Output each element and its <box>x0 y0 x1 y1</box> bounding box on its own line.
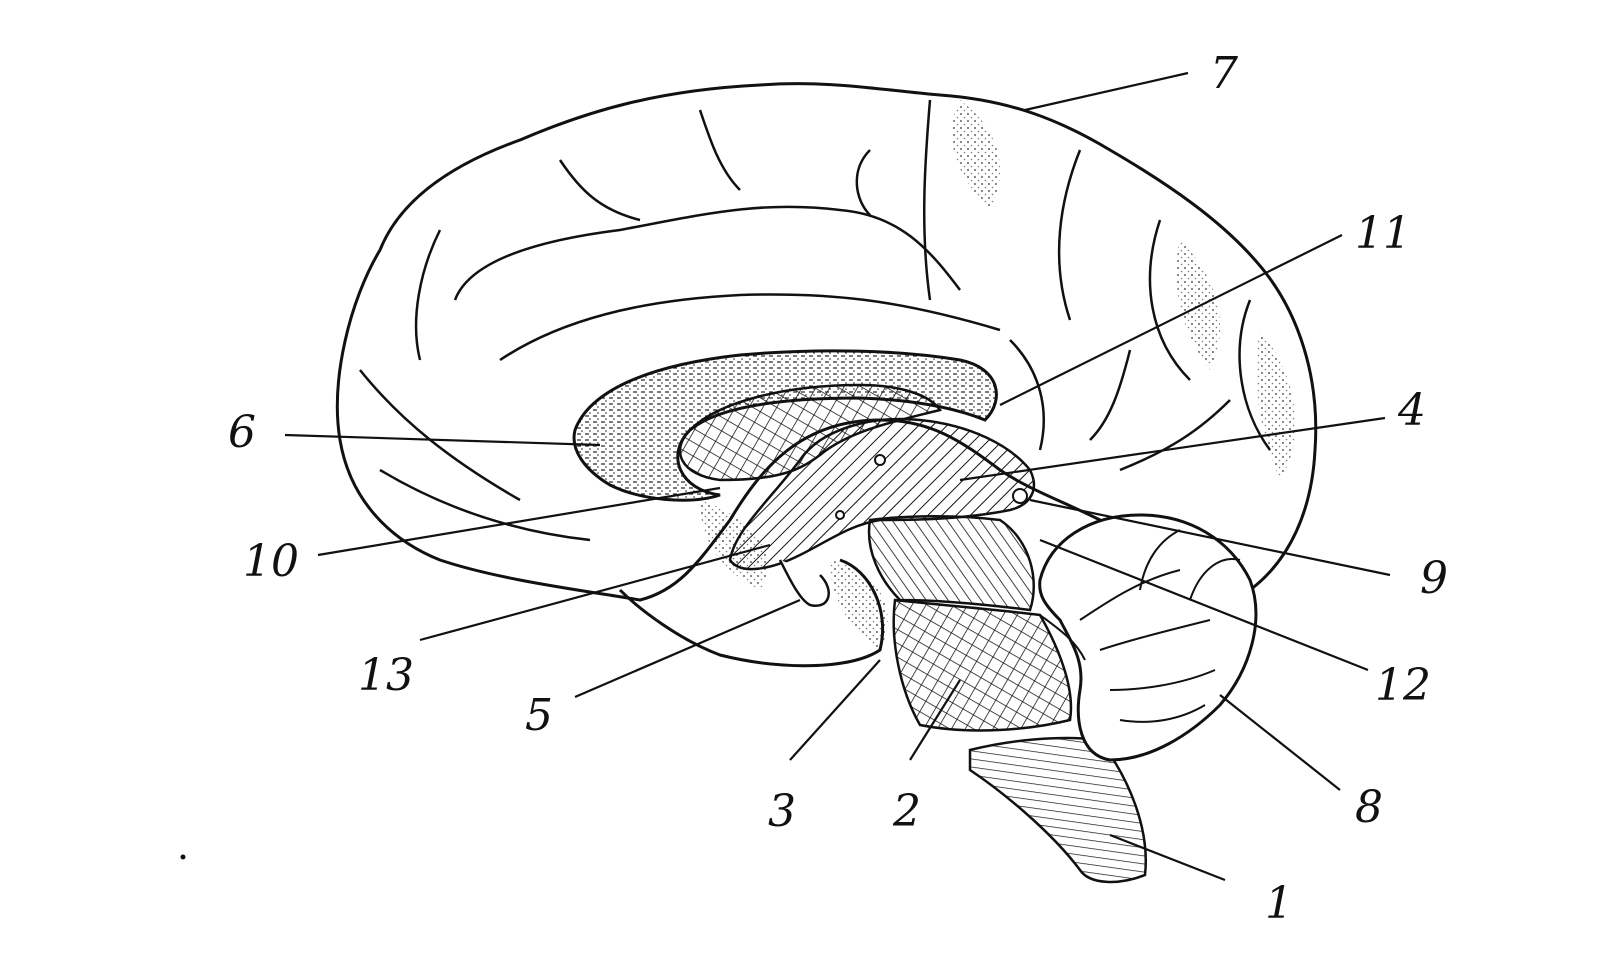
leader-4 <box>959 416 1386 482</box>
leader-5 <box>574 598 801 699</box>
leader-lines <box>284 71 1391 882</box>
leader-7 <box>1024 71 1189 112</box>
label-8: 8 <box>1355 782 1383 833</box>
label-3: 3 <box>768 786 796 837</box>
medulla-oblongata <box>968 736 1147 884</box>
leader-9 <box>1029 498 1391 577</box>
label-2: 2 <box>892 786 921 837</box>
stray-dot <box>180 854 186 860</box>
hypothalamus <box>778 559 830 608</box>
label-6: 6 <box>228 407 256 458</box>
leader-10 <box>317 486 721 557</box>
nucleus-dot-2 <box>835 510 845 520</box>
nucleus-dot-1 <box>874 454 886 466</box>
label-13: 13 <box>358 650 414 701</box>
label-10: 10 <box>243 536 299 587</box>
leader-1 <box>1109 833 1226 882</box>
leader-2 <box>909 679 961 761</box>
label-12: 12 <box>1375 660 1431 711</box>
midbrain <box>867 515 1035 612</box>
label-1: 1 <box>1265 878 1293 929</box>
arbor-vitae <box>1079 529 1241 723</box>
leader-3 <box>789 659 881 761</box>
label-7: 7 <box>1210 48 1238 99</box>
leader-12 <box>1039 538 1369 672</box>
label-9: 9 <box>1420 553 1448 604</box>
leader-13 <box>419 543 771 642</box>
leader-11 <box>999 234 1343 406</box>
fourth-ventricle <box>1039 614 1086 661</box>
leader-6 <box>284 433 601 447</box>
label-11: 11 <box>1355 208 1411 259</box>
leader-8 <box>1219 694 1341 791</box>
label-5: 5 <box>525 690 553 741</box>
pineal-body <box>1012 488 1028 504</box>
pons <box>892 598 1073 732</box>
label-4: 4 <box>1397 385 1426 436</box>
